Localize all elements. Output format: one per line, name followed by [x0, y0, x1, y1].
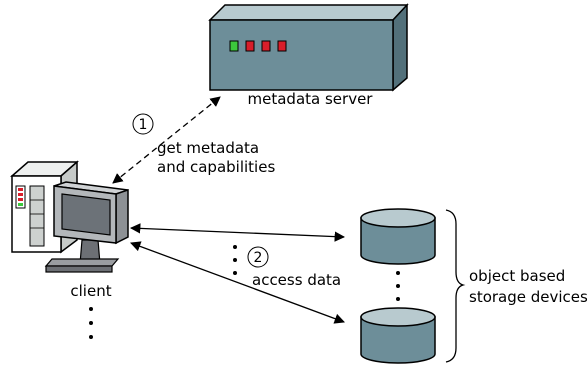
status-led [277, 40, 287, 52]
metadata-server: metadata server [208, 3, 409, 108]
storage-devices: object based storage devices [360, 208, 587, 364]
step-1-line-1: get metadata [157, 139, 259, 157]
step-1-badge [132, 113, 154, 135]
ellipsis-dots [89, 307, 93, 339]
step-1-line-2: and capabilities [157, 158, 275, 176]
step-2-line-1: access data [252, 271, 341, 289]
ellipsis-dots [396, 271, 400, 301]
step-2-badge [247, 246, 269, 268]
status-led [245, 40, 255, 52]
data-arrow-bottom [130, 241, 345, 324]
client-label: client [70, 282, 111, 300]
status-led [261, 40, 271, 52]
metadata-arrow [112, 96, 221, 184]
desktop-computer-icon [10, 160, 129, 273]
step-2-number: 2 [254, 250, 263, 266]
grouping-brace [445, 209, 466, 363]
client-computer: client [10, 160, 129, 339]
disk-cylinder-icon [360, 307, 436, 364]
rack-server-icon [208, 3, 409, 92]
storage-label-line-2: storage devices [469, 288, 587, 306]
server-label: metadata server [248, 90, 374, 108]
ellipsis-dots [233, 245, 237, 275]
metadata-flow: 1 get metadata and capabilities [112, 96, 275, 184]
storage-label-line-1: object based [469, 267, 565, 285]
data-arrow-top [129, 223, 346, 242]
data-access-flow: 2 access data [129, 223, 346, 324]
step-1-number: 1 [139, 117, 148, 133]
disk-cylinder-icon [360, 208, 436, 265]
status-led [229, 40, 239, 52]
